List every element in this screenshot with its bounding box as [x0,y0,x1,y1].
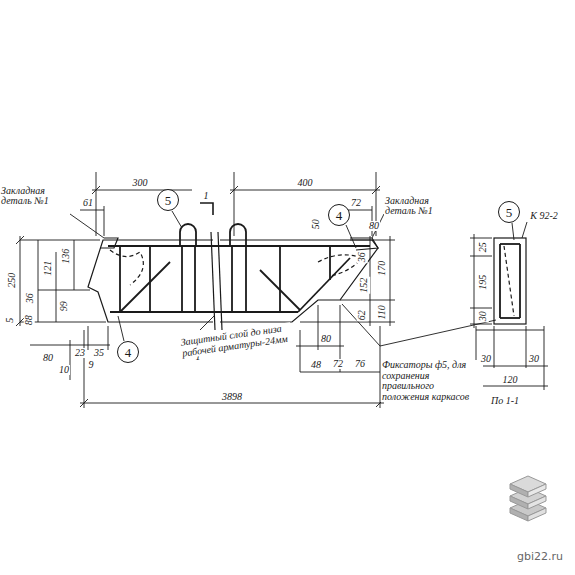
note-text: Защитный слой до низа рабочей арматуры-2… [179,322,293,358]
dimension-label: 80 [368,221,380,232]
callout-circle: 4 [117,341,139,363]
dimension-label: 120 [502,375,519,386]
callout-circle: 4 [328,204,350,226]
dimension-label: 195 [478,274,489,291]
dimension-label: 300 [132,178,149,189]
dimension-label: 99 [59,300,70,312]
callout-number: 4 [336,209,343,222]
dimension-label: 121 [43,260,54,277]
dimension-label: 50 [311,218,322,230]
dimension-label: gbi22.ru [516,551,564,563]
dimension-label: 80 [42,353,54,364]
dimension-label: 30 [478,310,489,322]
dimension-label: 170 [377,260,388,277]
dimension-label: 400 [297,178,314,189]
dimension-label: 76 [354,359,366,370]
dimension-label: 23 [74,348,86,359]
dimension-label: 136 [61,248,72,265]
dimension-label: 9 [88,360,95,371]
callout-circle: 5 [157,189,179,211]
dimension-label: 25 [478,241,489,253]
dimension-label: 80 [320,334,332,345]
dimension-label: К 92-2 [529,211,558,222]
callout-circle: 5 [498,201,520,223]
callout-number: 4 [125,346,132,359]
note-text: Фиксаторы ф5, для сохранения правильного… [381,360,483,402]
note-text: Закладная деталь №1 [0,186,72,207]
dimension-label: По 1-1 [490,396,520,407]
note-text: Закладная деталь №1 [384,196,456,217]
dimension-label: 36 [25,292,36,304]
dimension-label: 110 [377,304,388,320]
dimension-label: 30 [528,354,540,365]
dimension-label: 88 [24,314,35,326]
dimension-label: 72 [350,198,362,209]
dimension-label: 3898 [221,392,243,403]
dimension-label: 61 [82,198,94,209]
dimension-label: 36 [357,251,368,263]
dimension-label: 62 [357,309,368,321]
dimension-label: 250 [7,272,18,289]
dimension-label: 35 [93,348,105,359]
dimension-label: 72 [332,359,344,370]
callout-number: 5 [165,194,172,207]
dimension-label: 1 [203,191,210,202]
dimension-label: 10 [58,365,70,376]
dimension-label: 48 [310,360,322,371]
dimension-label: 5 [5,317,16,324]
callout-number: 5 [506,206,513,219]
dimension-label: 152 [359,277,370,294]
dimension-label: 30 [480,354,492,365]
